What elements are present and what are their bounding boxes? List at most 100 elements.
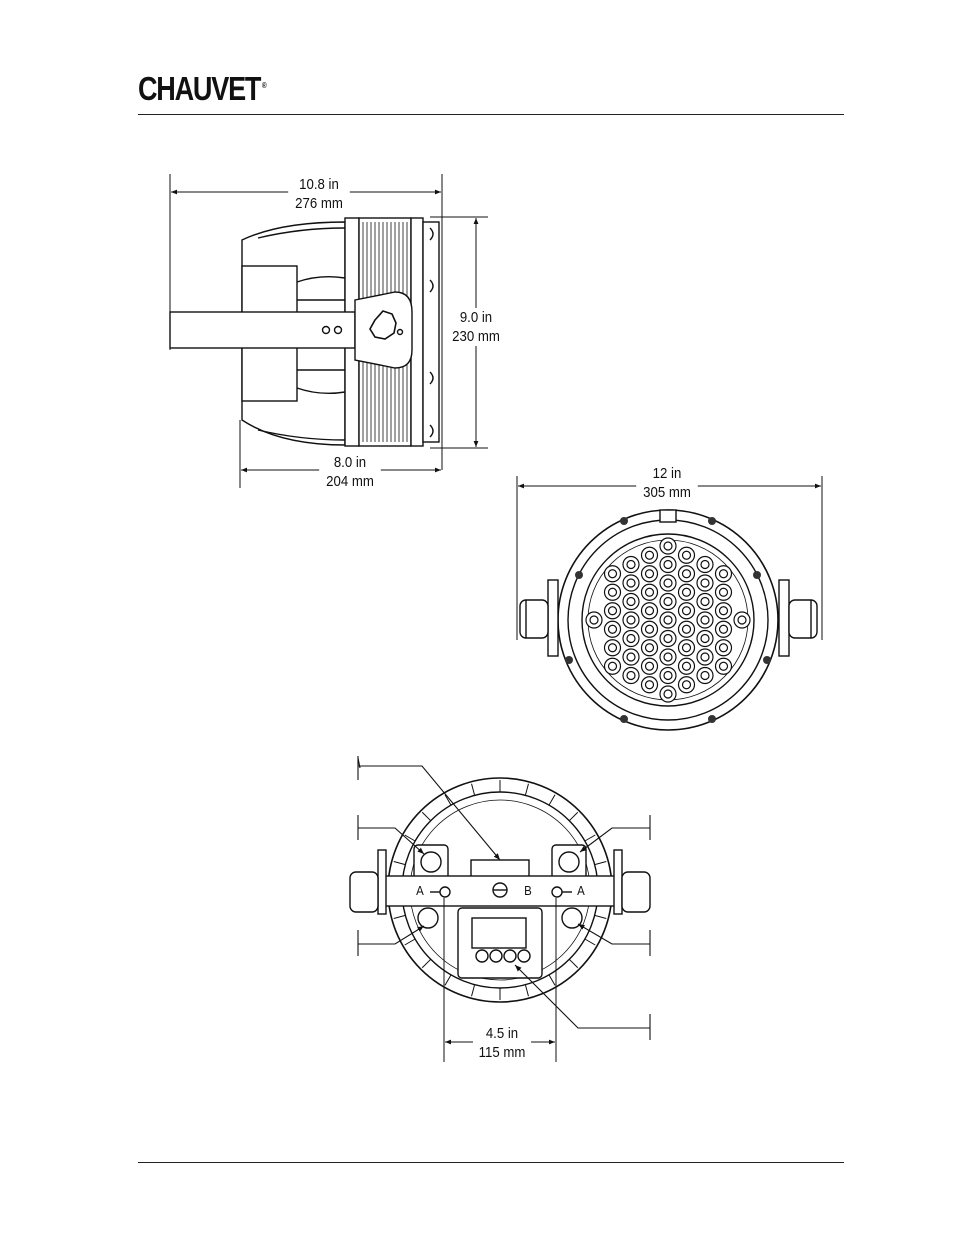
led-lens-inner xyxy=(718,569,729,579)
footer-rule xyxy=(138,1162,844,1163)
ring-fin xyxy=(471,783,476,796)
led-lens xyxy=(696,555,714,574)
height-metric: 230 mm xyxy=(452,328,500,345)
led-lens xyxy=(696,611,714,629)
ring-fin xyxy=(471,984,476,997)
led-lens xyxy=(640,676,659,694)
ring-fin xyxy=(524,783,529,796)
led-lens xyxy=(603,639,622,657)
led-lens xyxy=(659,537,677,555)
led-lens xyxy=(659,648,677,666)
led-lens xyxy=(659,574,677,592)
led-lens-inner xyxy=(644,680,655,690)
led-lens xyxy=(640,546,659,564)
led-lens-inner xyxy=(644,587,655,597)
led-lens-inner xyxy=(626,670,636,681)
led-lens-inner xyxy=(644,606,655,616)
led-lens xyxy=(622,555,640,574)
led-lens-inner xyxy=(607,661,618,671)
led-lens-inner xyxy=(626,559,636,570)
led-lens-inner xyxy=(681,643,692,653)
led-lens xyxy=(603,657,622,675)
body-length-label: 8.0 in 204 mm xyxy=(319,453,381,491)
side-view-drawing xyxy=(169,174,488,488)
led-lens-inner xyxy=(663,615,673,625)
led-lens-inner xyxy=(626,633,636,644)
led-lens-inner xyxy=(700,578,710,588)
height-label: 9.0 in 230 mm xyxy=(444,308,508,346)
led-lens xyxy=(696,666,714,685)
ring-fin xyxy=(548,794,556,806)
led-lens xyxy=(677,620,696,638)
led-lens-inner xyxy=(663,596,673,607)
ring-fin xyxy=(594,914,607,919)
overall-length-label: 10.8 in 276 mm xyxy=(288,175,350,213)
ring-fin xyxy=(524,984,529,997)
led-lens xyxy=(677,546,696,564)
led-lens xyxy=(640,565,659,583)
led-lens xyxy=(603,583,622,601)
led-lens-inner xyxy=(681,661,692,671)
led-lens-inner xyxy=(663,633,673,644)
led-lens xyxy=(714,602,733,620)
registered-mark: ® xyxy=(261,81,267,90)
led-lens-inner xyxy=(607,569,618,579)
led-lens xyxy=(714,565,733,583)
brand-name: CHAUVET xyxy=(138,70,261,107)
led-lens-inner xyxy=(663,541,673,551)
front-view-drawing xyxy=(516,476,823,731)
led-lens xyxy=(640,657,659,675)
led-lens-inner xyxy=(681,624,692,634)
led-lens-inner xyxy=(700,633,710,644)
overall-length-imperial: 10.8 in xyxy=(299,176,339,193)
led-lens-inner xyxy=(681,587,692,597)
led-lens xyxy=(733,611,751,629)
led-lens xyxy=(714,620,733,638)
ring-fin xyxy=(548,974,556,986)
led-lens-inner xyxy=(663,578,673,588)
led-lens xyxy=(640,620,659,638)
led-lens xyxy=(659,685,677,703)
led-lens-inner xyxy=(681,606,692,616)
front-width-metric: 305 mm xyxy=(643,484,691,501)
led-lens-inner xyxy=(644,643,655,653)
led-lens xyxy=(696,574,714,592)
led-lens xyxy=(659,629,677,648)
ring-fin xyxy=(444,794,452,806)
ring-fin xyxy=(421,811,432,822)
body-length-metric: 204 mm xyxy=(326,473,374,490)
led-lens-inner xyxy=(700,596,710,607)
led-lens xyxy=(714,583,733,601)
led-lens-inner xyxy=(607,587,618,597)
led-lens-inner xyxy=(700,615,710,625)
led-lens xyxy=(659,555,677,574)
ring-fin xyxy=(421,958,432,969)
led-lens xyxy=(677,602,696,620)
led-lens xyxy=(677,639,696,657)
led-lens xyxy=(640,639,659,657)
led-lens-inner xyxy=(626,615,636,625)
led-lens-inner xyxy=(718,606,729,616)
led-lens-inner xyxy=(718,661,729,671)
body-length-imperial: 8.0 in xyxy=(333,454,367,471)
ring-fin xyxy=(444,974,452,986)
ring-fin xyxy=(568,958,579,969)
led-lens-inner xyxy=(644,569,655,579)
led-lens xyxy=(640,602,659,620)
led-lens-inner xyxy=(607,624,618,634)
ring-fin xyxy=(584,938,596,946)
led-lens-inner xyxy=(718,624,729,634)
led-lens-inner xyxy=(663,689,673,699)
chauvet-logo: CHAUVET® xyxy=(138,70,267,108)
led-lens xyxy=(714,639,733,657)
led-lens xyxy=(714,657,733,675)
led-lens-inner xyxy=(626,652,636,662)
led-lens xyxy=(659,611,677,629)
label-a-left: A xyxy=(416,883,424,898)
led-lens-inner xyxy=(607,606,618,616)
ring-fin xyxy=(404,834,416,842)
bolt-spacing-label: 4.5 in 115 mm xyxy=(472,1024,532,1062)
led-lens xyxy=(696,629,714,648)
led-lens-inner xyxy=(663,652,673,662)
